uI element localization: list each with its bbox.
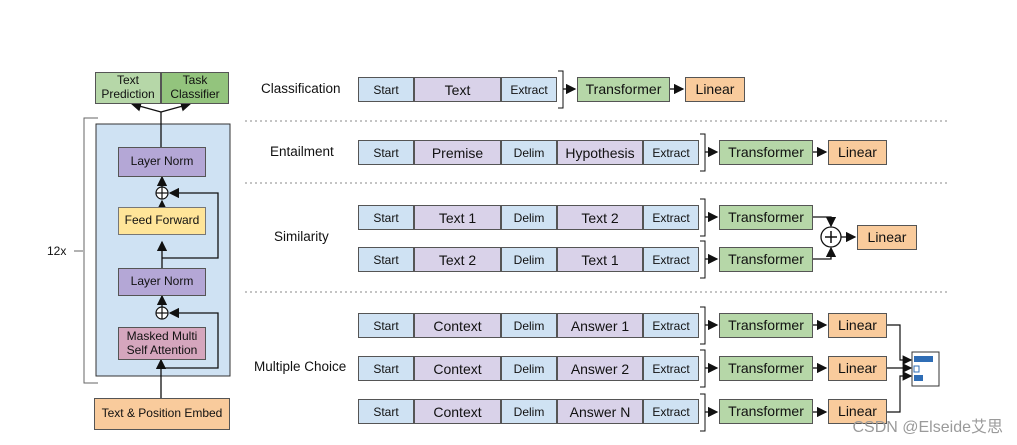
token-start: Start [358,247,414,272]
transformer-box: Transformer [577,77,670,102]
repeat-bracket [83,117,98,384]
linear-box: Linear [828,313,887,338]
transformer-box: Transformer [719,205,813,230]
token-text-2: Text 2 [414,247,501,272]
layer-norm-bottom: Layer Norm [118,268,206,296]
token-context: Context [414,399,501,424]
task-label-similarity: Similarity [274,229,329,244]
task-classifier-box: Task Classifier [161,72,229,104]
transformer-box: Transformer [719,313,813,338]
token-answer-1: Answer 1 [557,313,643,338]
token-answer-2: Answer 2 [557,356,643,381]
linear-box: Linear [828,140,887,165]
task-label-multiple-choice: Multiple Choice [254,359,347,374]
token-extract: Extract [643,247,699,272]
token-delim: Delim [501,356,557,381]
text-position-embed-box: Text & Position Embed [94,398,230,430]
token-text: Text [414,77,501,102]
transformer-box: Transformer [719,399,813,424]
token-start: Start [358,140,414,165]
linear-box: Linear [828,356,887,381]
transformer-box: Transformer [719,356,813,381]
token-start: Start [358,399,414,424]
task-label-classification: Classification [261,81,341,96]
token-delim: Delim [501,205,557,230]
token-premise: Premise [414,140,501,165]
watermark: CSDN @Elseide艾思 [852,419,1003,436]
token-start: Start [358,313,414,338]
token-hypothesis: Hypothesis [557,140,643,165]
token-start: Start [358,356,414,381]
token-extract: Extract [643,313,699,338]
layer-norm-top: Layer Norm [118,147,206,177]
token-extract: Extract [643,399,699,424]
token-start: Start [358,205,414,230]
repeat-label: 12x [47,244,67,258]
linear-box: Linear [685,77,745,102]
transformer-box: Transformer [719,247,813,272]
task-label-entailment: Entailment [270,144,334,159]
transformer-box: Transformer [719,140,813,165]
token-answer-n: Answer N [557,399,643,424]
token-delim: Delim [501,247,557,272]
token-delim: Delim [501,140,557,165]
masked-self-attention-box: Masked Multi Self Attention [118,327,206,360]
text-prediction-box: Text Prediction [95,72,161,104]
token-text-1: Text 1 [414,205,501,230]
token-delim: Delim [501,399,557,424]
token-extract: Extract [501,77,557,102]
token-extract: Extract [643,205,699,230]
token-delim: Delim [501,313,557,338]
linear-box: Linear [857,225,917,250]
token-text-1: Text 1 [557,247,643,272]
token-start: Start [358,77,414,102]
feed-forward-box: Feed Forward [118,207,206,235]
token-context: Context [414,356,501,381]
token-extract: Extract [643,356,699,381]
token-extract: Extract [643,140,699,165]
token-text-2: Text 2 [557,205,643,230]
token-context: Context [414,313,501,338]
linear-box: Linear [828,399,887,424]
